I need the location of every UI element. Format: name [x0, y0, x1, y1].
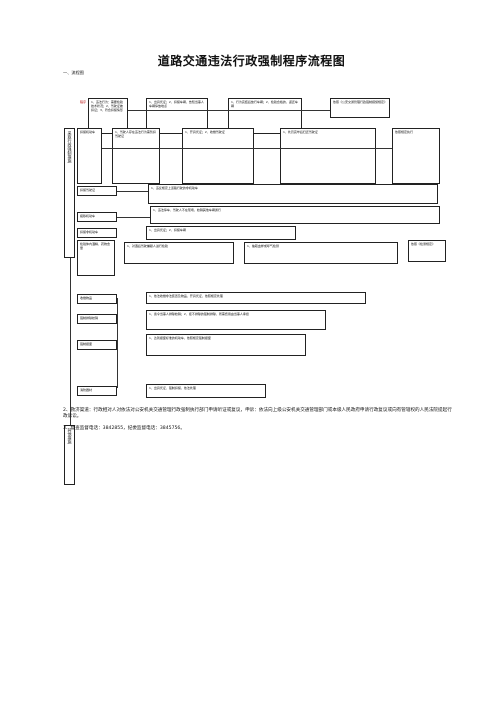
row3-body: 1、违反规定上道路行驶的非机动车 — [148, 184, 438, 204]
row4-name: 拖移机动车 — [77, 212, 117, 222]
row4-body: 1、违法停车、驾驶人不在现场，妨碍其他车辆通行 — [150, 206, 440, 224]
row6-step2: 1、对酒后驾驶嫌疑人进行检验 — [124, 242, 234, 264]
other-row1-name-text: 收缴物品 — [80, 296, 93, 300]
left-tag-top: 采取行政强制措施 — [64, 128, 75, 258]
other-row2-name-text: 强制排除妨碍 — [80, 316, 99, 320]
row6-name: 检验体内酒精、药物含量 — [77, 240, 115, 276]
row5-body: 1、出具凭证；2、扣留车辆 — [146, 226, 296, 240]
row1-line — [128, 110, 330, 111]
other-row1-body-text: 1、依法收缴非法装置及物品，开具凭证，依照规定处理 — [149, 294, 223, 298]
footer-line2: 3、督查监督电话：3842855，纪委监督电话：3845756。 — [63, 426, 185, 431]
page-title: 道路交通违法行政强制程序流程图 — [157, 54, 346, 68]
other-row2-body-text: 1、责令当事人排除妨碍；2、拒不排除的强制排除，所需费用由当事人承担 — [149, 312, 249, 316]
row3-body-text: 1、违反规定上道路行驶的非机动车 — [151, 186, 198, 190]
other-row4-body: 1、出具凭证、强制扣留，依法处理 — [146, 384, 266, 398]
other-row2-body: 1、责令当事人排除妨碍；2、拒不排除的强制排除，所需费用由当事人承担 — [146, 310, 326, 330]
row1-end: 依照《公安交通管理行政强制措施规定》 — [330, 98, 390, 118]
other-spine — [117, 298, 118, 388]
other-row1-body: 1、依法收缴非法装置及物品，开具凭证，依照规定处理 — [146, 292, 366, 304]
row2-step2: 1、开具凭证；2、收缴驾驶证 — [182, 128, 254, 184]
other-row4-body-text: 1、出具凭证、强制扣留，依法处理 — [149, 386, 196, 390]
left-tag-bottom-text: 其他措施 — [67, 428, 73, 444]
other-row3-body-text: 1、达到报废标准的机动车，依照规定强制报废 — [149, 336, 211, 340]
row2-name: 扣留机动车 — [77, 128, 102, 184]
row4-name-text: 拖移机动车 — [80, 214, 96, 218]
row1-step3-text: 1、行为完结后放行车辆；2、检验合格的，返还车辆 — [231, 100, 298, 108]
left-tag-top-text: 采取行政强制措施 — [67, 131, 73, 163]
row5-name: 扣留非机动车 — [77, 228, 117, 238]
row2-line — [102, 148, 392, 149]
other-row1-name: 收缴物品 — [77, 294, 117, 304]
row4-line — [117, 217, 150, 218]
other-row2-name: 强制排除妨碍 — [77, 314, 117, 324]
row3-name-text: 扣留驾驶证 — [80, 188, 96, 192]
row2-name-text: 扣留机动车 — [80, 130, 96, 134]
row2-end: 依照规定执行 — [392, 128, 440, 184]
left-tag-bottom: 其他措施 — [64, 425, 75, 485]
row6-name-text: 检验体内酒精、药物含量 — [80, 242, 111, 250]
row2-end-text: 依照规定执行 — [395, 130, 414, 134]
row2-cond-text: 1、驾驶人存在违法行为需暂扣驾驶证 — [115, 130, 156, 138]
other-row3-name-text: 强制报废 — [80, 342, 93, 346]
row6-end: 依照《检测规定》 — [408, 240, 446, 262]
other-row4-name-text: 消防器材 — [80, 388, 93, 392]
row2-cond: 1、驾驶人存在违法行为需暂扣驾驶证 — [112, 128, 160, 184]
row1-end-text: 依照《公安交通管理行政强制措施规定》 — [333, 100, 388, 104]
row1-label: 程序 — [80, 100, 87, 104]
row1-step2-text: 1、出具凭证；2、扣留车辆，告知当事人车辆停放地点 — [149, 100, 204, 108]
row2-step2-text: 1、开具凭证；2、收缴驾驶证 — [185, 130, 225, 134]
other-row3-body: 1、达到报废标准的机动车，依照规定强制报废 — [146, 334, 306, 356]
row5-name-text: 扣留非机动车 — [80, 230, 99, 234]
row2-step3: 1、处罚完毕后归还驾驶证 — [280, 128, 376, 184]
row1-step1-text: 1、违法行为：需要检验技术状况；2、驾驶证被扣证；3、符合扣留情形 — [91, 100, 123, 112]
row5-body-text: 1、出具凭证；2、扣留车辆 — [149, 228, 186, 232]
row2-step3-text: 1、处罚完毕后归还驾驶证 — [283, 130, 318, 134]
spine-line — [70, 258, 71, 425]
row6-step2-text: 1、对酒后驾驶嫌疑人进行检验 — [127, 244, 168, 248]
section-subtitle: 一、流程图 — [63, 70, 84, 75]
row4-body-text: 1、违法停车、驾驶人不在现场，妨碍其他车辆通行 — [153, 208, 221, 212]
row6-step3-text: 1、抽取血样或呼气检测 — [247, 244, 279, 248]
row6-step3: 1、抽取血样或呼气检测 — [244, 242, 398, 264]
other-row3-name: 强制报废 — [77, 340, 117, 350]
footer-line1: 2、救济渠道：行政相对人对依法对公安机关交通管理行政强制执行部门申请听证或复议，… — [63, 408, 452, 419]
other-row4-name: 消防器材 — [77, 386, 117, 396]
row3-line — [117, 191, 148, 192]
row6-end-text: 依照《检测规定》 — [411, 242, 436, 246]
row3-name: 扣留驾驶证 — [77, 186, 117, 196]
